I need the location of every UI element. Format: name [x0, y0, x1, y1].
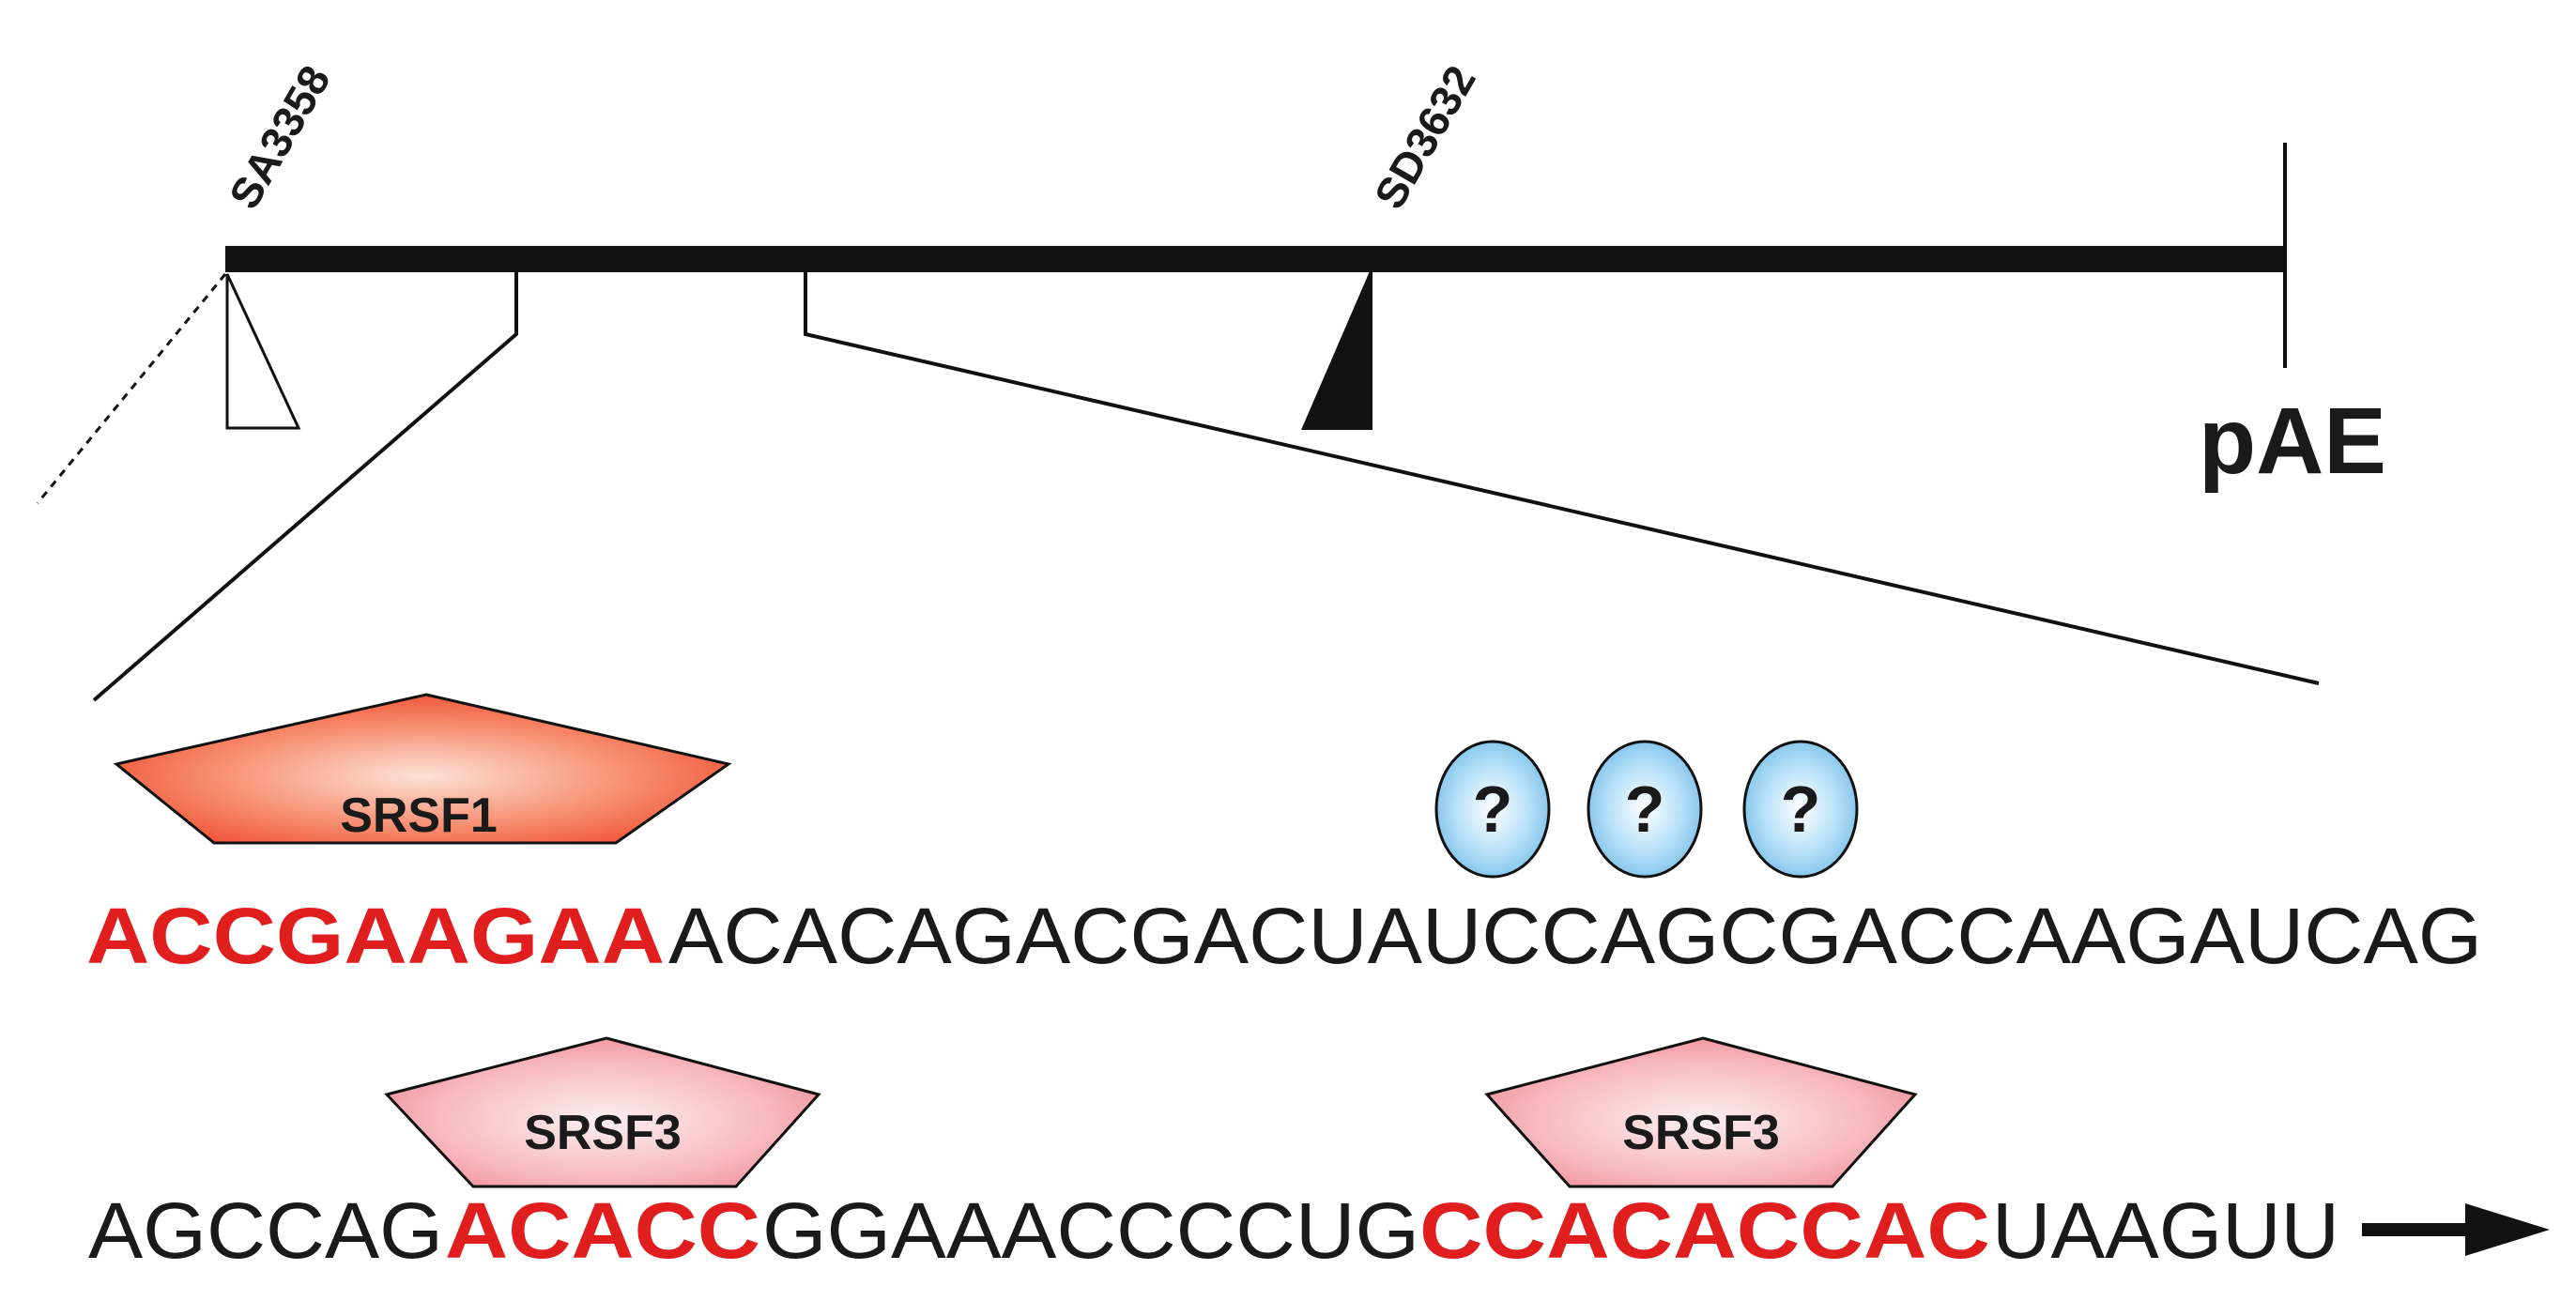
sa-site-label: SA3358 [220, 57, 340, 217]
sd-filled-triangle [1301, 265, 1372, 430]
sd-site-label: SD3632 [1365, 57, 1485, 217]
unknown-factor-3: ? [1742, 740, 1859, 879]
sequence-segment: GGAAACCCCUG [762, 1186, 1419, 1275]
srsf3-protein-1: SRSF3 [384, 1036, 821, 1188]
sa-open-triangle [225, 273, 301, 430]
unknown-factor-2: ? [1587, 740, 1703, 879]
pae-label: pAE [2199, 389, 2386, 494]
srsf3-binding-motif-2: CCACACCAC [1419, 1186, 1990, 1275]
continuation-arrow-icon [2362, 1203, 2550, 1256]
unknown-label-3: ? [1781, 773, 1821, 846]
srsf1-protein: SRSF1 [113, 693, 732, 845]
srsf1-binding-motif: ACCGAAGAA [86, 892, 665, 980]
zoom-line-right [804, 272, 2320, 685]
exon-bar [225, 246, 2283, 272]
sequence-segment: ACACAGACGACUAUCCAGCGACCAAGAUCAG [668, 892, 2482, 980]
sequence-segment: UAAGUU [1992, 1186, 2339, 1275]
zoom-line-left [92, 272, 518, 702]
srsf3-label-1: SRSF3 [524, 1106, 682, 1160]
srsf3-binding-motif-1: ACACC [445, 1186, 760, 1275]
srsf3-label-2: SRSF3 [1622, 1106, 1780, 1160]
unknown-label-1: ? [1473, 773, 1513, 846]
unknown-factor-1: ? [1434, 740, 1551, 879]
unknown-label-2: ? [1625, 773, 1665, 846]
sequence-line-2: AGCCAG ACACC GGAAACCCCUG CCACACCAC UAAGU… [88, 1186, 2339, 1275]
sequence-segment: AGCCAG [88, 1186, 443, 1275]
sa-dashed-line [36, 273, 227, 504]
sequence-line-1: ACCGAAGAA ACACAGACGACUAUCCAGCGACCAAGAUCA… [86, 892, 2482, 980]
srsf3-protein-2: SRSF3 [1484, 1036, 1918, 1188]
srsf1-label: SRSF1 [340, 788, 498, 843]
